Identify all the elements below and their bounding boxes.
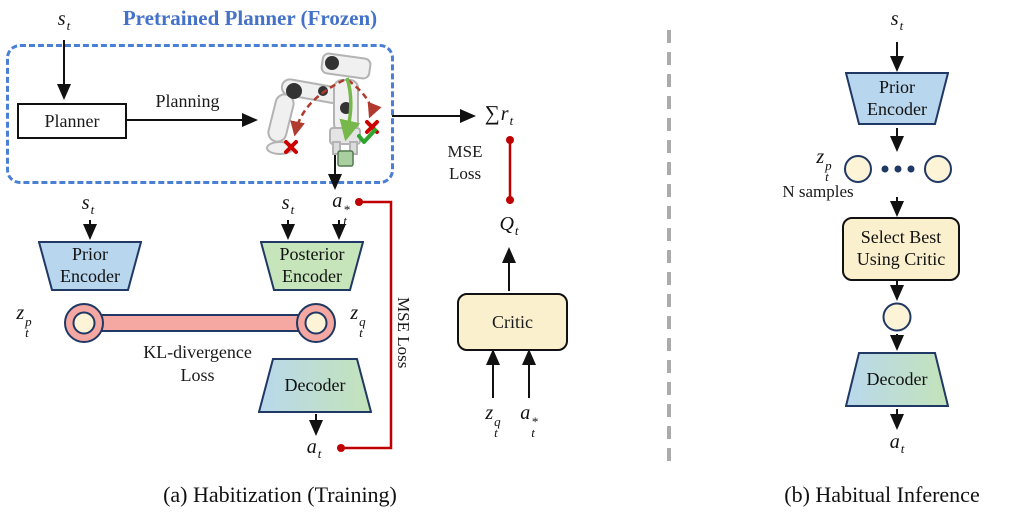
caption-panel-b: (b) Habitual Inference (784, 482, 980, 507)
frozen-planner-title: Pretrained Planner (Frozen) (122, 6, 378, 30)
q-value-label: Qt (499, 213, 519, 238)
planner-block: Planner (17, 103, 127, 139)
select-best-block: Select Best Using Critic (842, 217, 960, 281)
astar-label-posterior: a*t (332, 190, 350, 228)
pretrained-planner-frozen-box (6, 44, 394, 184)
kl-loss-label-line2: Loss (180, 365, 215, 385)
latent-sample-first (844, 155, 872, 183)
mse-dot-astar (355, 198, 363, 206)
mse-dot-sumr (506, 136, 514, 144)
n-samples-label: N samples (782, 182, 854, 201)
success-check-icon (357, 128, 377, 144)
target-cube (337, 150, 354, 167)
robot-arm-illustration (266, 52, 382, 167)
latent-sample-last (924, 155, 952, 183)
selected-latent-node (882, 302, 912, 332)
planning-label: Planning (155, 91, 220, 111)
decoder-block-a: Decoder (258, 358, 372, 413)
failed-trajectory-left (290, 78, 345, 137)
kl-divergence-link (64, 303, 336, 343)
success-trajectory (339, 77, 361, 142)
failed-trajectory-right (347, 79, 382, 119)
caption-panel-a: (a) Habitization (Training) (163, 482, 397, 507)
astar-label-critic: a*t (520, 402, 538, 440)
state-label-top: st (57, 8, 71, 33)
mse-link-astar-at (341, 200, 393, 450)
state-label-b: st (890, 8, 904, 33)
robot-body (266, 52, 372, 155)
mse-loss-critic-line2: Loss (448, 164, 482, 183)
at-label-a: at (306, 436, 322, 461)
mse-loss-critic-line1: MSE (447, 142, 483, 161)
mse-loss-action-label: MSE Loss (394, 297, 413, 369)
mse-dot-at (337, 444, 345, 452)
at-label-b: at (889, 431, 905, 456)
sum-reward-label: ∑rt (484, 101, 514, 128)
state-label-prior-a: st (81, 192, 95, 217)
state-label-posterior: st (281, 192, 295, 217)
decoder-block-b: Decoder (845, 352, 949, 407)
latent-samples-row (844, 155, 952, 183)
robot-joints (286, 56, 352, 114)
ellipsis-dots (881, 165, 915, 173)
kl-loss-label-line1: KL-divergence (143, 342, 252, 362)
critic-block: Critic (457, 293, 568, 351)
mse-dot-qt (506, 196, 514, 204)
